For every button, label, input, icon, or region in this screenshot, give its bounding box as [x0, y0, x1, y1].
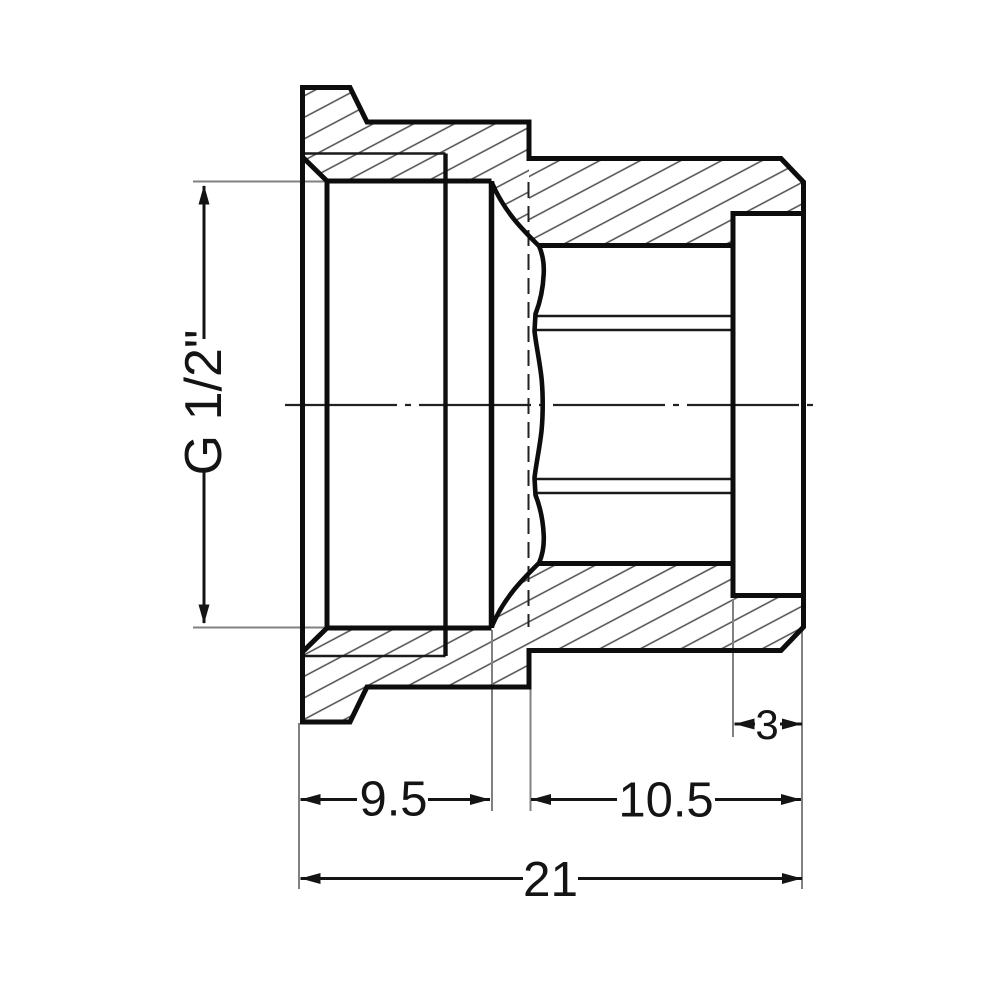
- svg-text:3: 3: [755, 701, 778, 748]
- svg-text:G 1/2": G 1/2": [175, 330, 233, 476]
- svg-text:21: 21: [523, 852, 578, 907]
- svg-text:10.5: 10.5: [618, 774, 713, 828]
- svg-text:9.5: 9.5: [359, 773, 427, 827]
